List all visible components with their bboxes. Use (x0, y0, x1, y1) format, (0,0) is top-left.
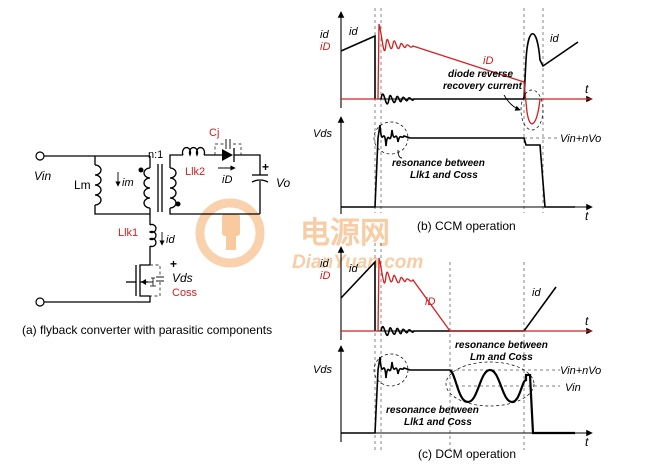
vds-label: Vds (172, 271, 193, 285)
dcm-iD-waveform (341, 257, 592, 332)
vds-plus: + (170, 257, 177, 271)
cj-label: Cj (209, 127, 219, 139)
diode (222, 149, 233, 161)
dcm-resonance-line1: resonance between (386, 405, 479, 416)
ccm-resonance-line2: Llk1 and Coss (410, 170, 478, 181)
dcm-vin-label: Vin (565, 382, 581, 394)
ccm-caption: (b) CCM operation (417, 219, 516, 233)
ccm-t1-label: t (585, 82, 589, 96)
ccm-iD-waveform (341, 23, 592, 125)
vo-label: Vo (276, 176, 291, 190)
watermark-en: DianYuan.com (292, 252, 423, 273)
vo-plus: + (262, 160, 269, 174)
dcm-id-waveform (340, 259, 376, 331)
ccm-waveforms: id iD t id id iD diode reverse recovery … (313, 8, 601, 233)
iD-arrow-label: iD (222, 174, 232, 186)
lm-inductor (94, 164, 102, 206)
ccm-iD-mid-label: iD (483, 55, 493, 67)
im-label: im (122, 177, 134, 189)
dcm-t2-label: t (585, 435, 589, 449)
dcm-t1-label: t (585, 314, 589, 328)
vin-bottom-terminal (35, 297, 45, 307)
dcm-id-right-label: id (532, 287, 541, 299)
ccm-iD-label: iD (320, 41, 330, 53)
ccm-vds-label: Vds (313, 128, 332, 140)
ccm-vin-nvo-label: Vin+nVo (560, 133, 601, 145)
llk1-label: Llk1 (118, 227, 138, 239)
ccm-id-top-label: id (349, 26, 358, 38)
ccm-id-label: id (320, 29, 329, 41)
dcm-res-lm-line2: Lm and Coss (470, 352, 533, 363)
circuit-caption: (a) flyback converter with parasitic com… (22, 323, 272, 337)
dcm-resonance-line2: Llk1 and Coss (404, 417, 472, 428)
dcm-id-top-label: id (349, 263, 358, 275)
primary-winding (143, 167, 151, 209)
dcm-res-lm-line1: resonance between (455, 340, 548, 351)
ccm-reverse-recovery-line1: diode reverse (448, 69, 513, 80)
dcm-caption: (c) DCM operation (418, 447, 516, 461)
ratio-label: n:1 (148, 149, 163, 161)
dcm-waveforms: id iD t id id iD Vds t Vin+nVo Vin reson… (313, 243, 601, 461)
ccm-id-right-label: id (550, 33, 559, 45)
ccm-id-waveform (340, 34, 376, 99)
id-circuit-label: id (166, 234, 175, 246)
coss-label: Coss (172, 287, 198, 299)
ccm-resonance-line1: resonance between (392, 158, 485, 169)
secondary-winding (169, 167, 177, 209)
llk1-inductor (148, 223, 157, 248)
ccm-t2-label: t (585, 209, 589, 223)
dcm-vin-nvo-label: Vin+nVo (560, 365, 601, 377)
mosfet-switch (126, 264, 156, 297)
watermark-cn: 电源网 (300, 217, 390, 250)
dcm-iD-mid-label: iD (425, 296, 435, 308)
dcm-iD-label: iD (320, 270, 330, 282)
llk2-label: Llk2 (185, 166, 205, 178)
vin-top-terminal (35, 151, 45, 161)
dcm-id-label: id (320, 258, 329, 270)
dcm-vds-label: Vds (313, 364, 332, 376)
ccm-vds-waveform (341, 124, 575, 208)
ccm-reverse-recovery-line2: recovery current (443, 81, 523, 92)
dcm-vds-waveform (341, 356, 450, 434)
vin-label: Vin (34, 169, 51, 183)
flyback-circuit: Vin Lm im n:1 Llk2 (22, 127, 291, 337)
lm-label: Lm (74, 178, 91, 192)
llk2-inductor (181, 146, 206, 157)
